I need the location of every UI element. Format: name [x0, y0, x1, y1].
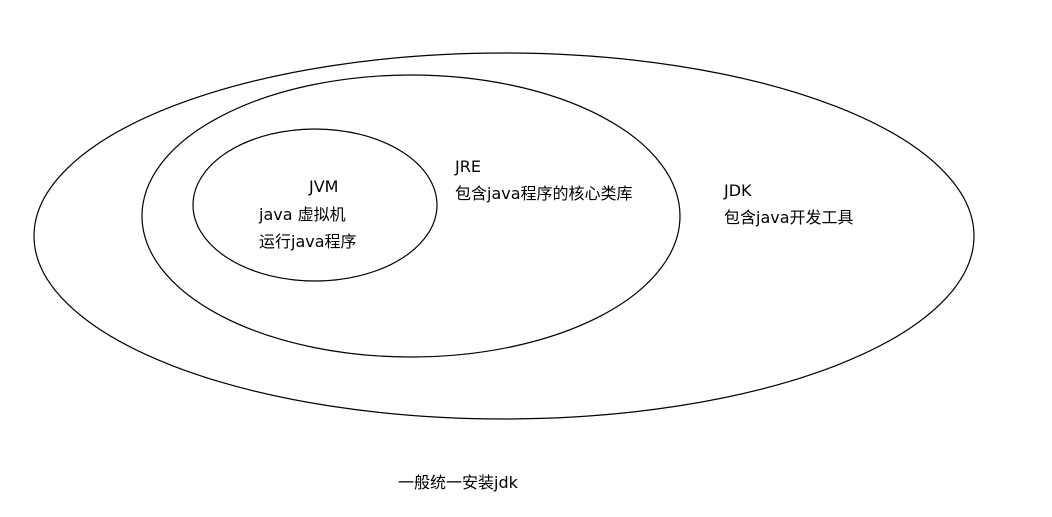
- jre-title: JRE: [455, 157, 481, 176]
- jvm-description-line2: 运行java程序: [259, 232, 357, 251]
- jvm-ellipse: [192, 128, 438, 282]
- jdk-description: 包含java开发工具: [724, 208, 854, 227]
- jvm-title: JVM: [309, 177, 339, 196]
- jvm-description-line1: java 虚拟机: [259, 205, 346, 224]
- jdk-title: JDK: [724, 181, 752, 200]
- jre-description: 包含java程序的核心类库: [455, 184, 633, 203]
- jre-ellipse: [141, 74, 681, 358]
- footer-note: 一般统一安装jdk: [398, 473, 518, 492]
- jdk-ellipse: [33, 52, 975, 420]
